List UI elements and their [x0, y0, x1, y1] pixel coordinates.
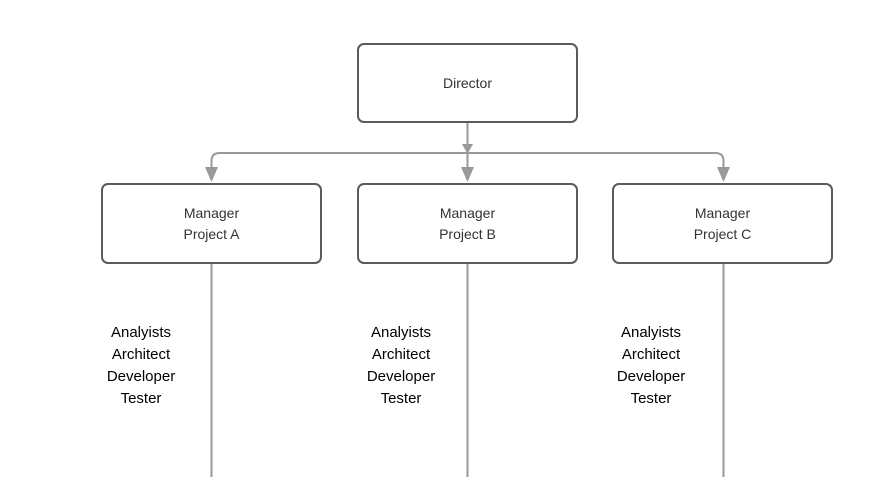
team-item: Tester	[380, 390, 422, 407]
node-manager-b-project: Project B	[439, 225, 496, 242]
node-director[interactable]: Director	[357, 43, 578, 123]
node-manager-project-b[interactable]: Manager Project B	[357, 183, 578, 264]
team-item: Analyists	[370, 324, 432, 341]
team-item: Developer	[366, 368, 436, 385]
team-item: Analyists	[110, 324, 172, 341]
team-item: Developer	[106, 368, 176, 385]
node-manager-a-role: Manager	[183, 204, 240, 221]
node-manager-a-project: Project A	[183, 225, 240, 242]
team-item: Analyists	[620, 324, 682, 341]
team-item: Developer	[616, 368, 686, 385]
node-manager-c-project: Project C	[693, 225, 752, 242]
team-list-a: Analyists Architect Developer Tester	[61, 322, 221, 410]
arrowhead-c-icon	[717, 167, 730, 182]
team-list-c: Analyists Architect Developer Tester	[571, 322, 731, 410]
team-item: Architect	[371, 346, 431, 363]
arrowhead-b-icon	[461, 167, 474, 182]
node-director-label: Director	[442, 74, 492, 91]
team-list-b: Analyists Architect Developer Tester	[321, 322, 481, 410]
node-manager-c-role: Manager	[694, 204, 751, 221]
node-manager-project-a[interactable]: Manager Project A	[101, 183, 322, 264]
team-item: Tester	[630, 390, 672, 407]
arrowhead-a-icon	[205, 167, 218, 182]
team-item: Architect	[621, 346, 681, 363]
team-item: Architect	[111, 346, 171, 363]
trunk-arrowhead-icon	[462, 144, 473, 154]
team-item: Tester	[120, 390, 162, 407]
node-manager-b-role: Manager	[439, 204, 496, 221]
node-manager-project-c[interactable]: Manager Project C	[612, 183, 833, 264]
